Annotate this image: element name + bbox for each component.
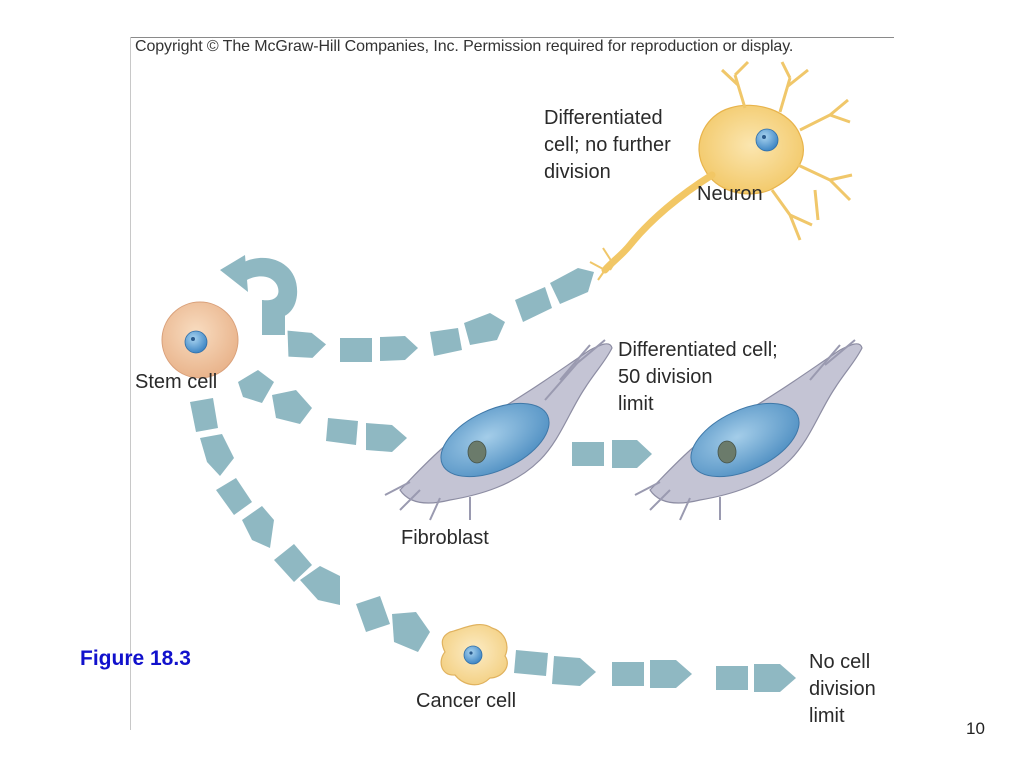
fibroblast-desc-line: Differentiated cell; xyxy=(618,339,778,361)
fibroblast-daughter xyxy=(634,339,863,521)
cancer-description: No cell division limit xyxy=(809,649,876,730)
stem-cell-label: Stem cell xyxy=(135,371,218,393)
neuron-desc-line: cell; no further xyxy=(544,134,671,156)
path-to-neuron xyxy=(287,268,594,362)
fibroblast-label: Fibroblast xyxy=(401,527,489,549)
fibroblast xyxy=(384,339,613,521)
neuron-desc-line: Differentiated xyxy=(544,107,663,129)
neuron xyxy=(589,60,853,281)
left-rule xyxy=(130,37,131,730)
fibroblast-description: Differentiated cell; 50 division limit xyxy=(618,337,778,418)
fibroblast-desc-line: 50 division xyxy=(618,366,713,388)
path-to-cancer-cell xyxy=(190,398,430,652)
copyright-notice: Copyright © The McGraw-Hill Companies, I… xyxy=(135,38,794,55)
neuron-label: Neuron xyxy=(697,183,763,205)
cancer-desc-line: limit xyxy=(809,705,845,727)
fibroblast-desc-line: limit xyxy=(618,393,654,415)
neuron-desc-line: division xyxy=(544,161,611,183)
neuron-description: Differentiated cell; no further division xyxy=(544,105,671,186)
curved-arrow-icon xyxy=(220,255,298,335)
path-to-fibroblast xyxy=(238,370,407,452)
cancer-cell-label: Cancer cell xyxy=(416,690,517,712)
cancer-desc-line: No cell xyxy=(809,651,871,673)
fibroblast-division-arrows xyxy=(572,440,652,468)
cancer-desc-line: division xyxy=(809,678,876,700)
stem-cell xyxy=(161,301,239,379)
cancer-division-arrows xyxy=(514,650,796,692)
cancer-cell xyxy=(440,624,508,686)
page-number: 10 xyxy=(966,719,985,738)
header-rule xyxy=(131,37,894,38)
figure-label: Figure 18.3 xyxy=(80,647,191,670)
